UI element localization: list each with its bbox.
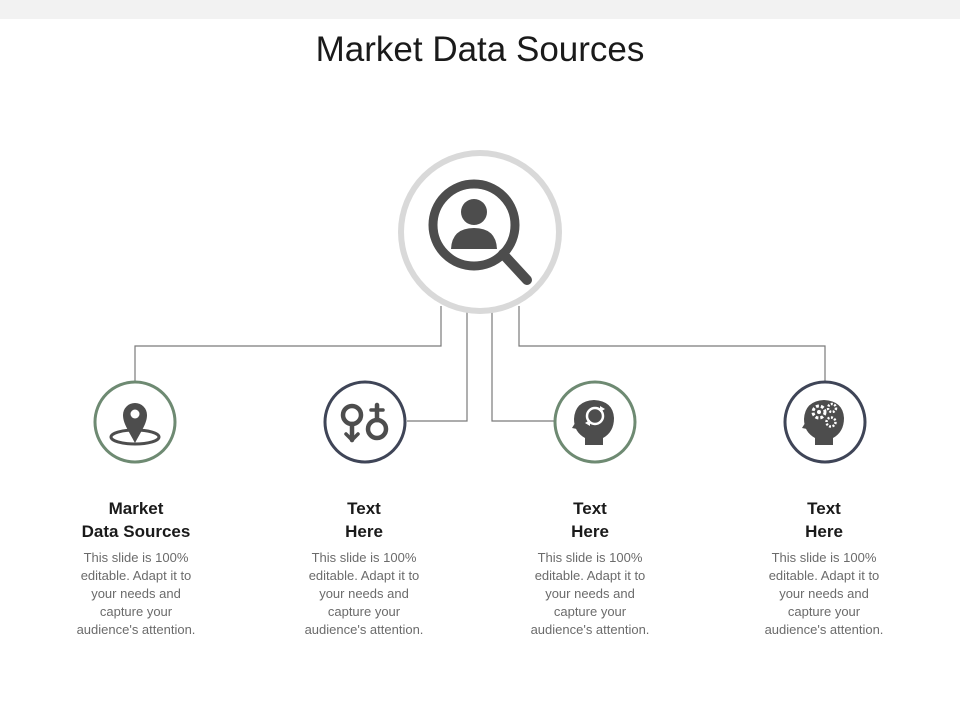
item-1-title-line-2: Data Sources xyxy=(81,522,191,541)
item-1-desc-line-2: editable. Adapt it to xyxy=(80,568,192,583)
connector-to-item-1 xyxy=(134,306,442,381)
item-1-desc-line-3: your needs and xyxy=(91,586,181,601)
item-4-title-line-2: Here xyxy=(805,522,843,541)
item-2-desc-line-5: audience's attention. xyxy=(304,622,424,637)
item-1-desc-line-4: capture your xyxy=(99,604,173,619)
connector-to-item-4 xyxy=(518,306,826,381)
item-4-description: This slide is 100% editable. Adapt it to… xyxy=(739,549,909,639)
item-3-desc-line-4: capture your xyxy=(553,604,627,619)
item-2-desc-line-4: capture your xyxy=(327,604,401,619)
item-1-description: This slide is 100% editable. Adapt it to… xyxy=(51,549,221,639)
item-4-desc-line-2: editable. Adapt it to xyxy=(768,568,880,583)
item-node-4 xyxy=(783,380,867,464)
item-2-description: This slide is 100% editable. Adapt it to… xyxy=(279,549,449,639)
item-4-title: Text Here xyxy=(739,497,909,543)
item-1-desc-line-5: audience's attention. xyxy=(76,622,196,637)
item-2-desc-line-2: editable. Adapt it to xyxy=(308,568,420,583)
item-3-desc-line-2: editable. Adapt it to xyxy=(534,568,646,583)
connector-to-item-3 xyxy=(491,312,554,422)
map-pin-icon xyxy=(109,403,161,446)
item-2-desc-line-3: your needs and xyxy=(319,586,409,601)
item-4-title-line-1: Text xyxy=(807,499,841,518)
item-2-title-line-2: Here xyxy=(345,522,383,541)
slide-title: Market Data Sources xyxy=(315,30,645,69)
item-3-title-line-2: Here xyxy=(571,522,609,541)
hub-node xyxy=(398,150,562,314)
item-2-desc-line-1: This slide is 100% xyxy=(311,550,417,565)
item-1-desc-line-1: This slide is 100% xyxy=(83,550,189,565)
connector-lines xyxy=(134,306,826,422)
connector-to-item-2 xyxy=(407,312,468,422)
item-1-title-line-1: Market xyxy=(108,499,164,518)
item-3-desc-line-3: your needs and xyxy=(545,586,635,601)
item-2-title-line-1: Text xyxy=(347,499,381,518)
item-4-desc-line-1: This slide is 100% xyxy=(771,550,877,565)
item-3-desc-line-1: This slide is 100% xyxy=(537,550,643,565)
item-3-desc-line-5: audience's attention. xyxy=(530,622,650,637)
item-4-desc-line-5: audience's attention. xyxy=(764,622,884,637)
item-node-2 xyxy=(323,380,407,464)
item-1-title: Market Data Sources xyxy=(51,497,221,543)
head-refresh-icon xyxy=(572,400,614,445)
item-3-title: Text Here xyxy=(505,497,675,543)
item-4-desc-line-3: your needs and xyxy=(779,586,869,601)
item-node-1 xyxy=(93,380,177,464)
top-band xyxy=(0,0,960,19)
user-search-icon xyxy=(428,179,532,285)
gender-symbols-icon xyxy=(340,402,389,443)
item-3-title-line-1: Text xyxy=(573,499,607,518)
item-node-3 xyxy=(553,380,637,464)
item-3-description: This slide is 100% editable. Adapt it to… xyxy=(505,549,675,639)
head-gears-icon xyxy=(802,400,844,445)
item-2-title: Text Here xyxy=(279,497,449,543)
item-4-desc-line-4: capture your xyxy=(787,604,861,619)
